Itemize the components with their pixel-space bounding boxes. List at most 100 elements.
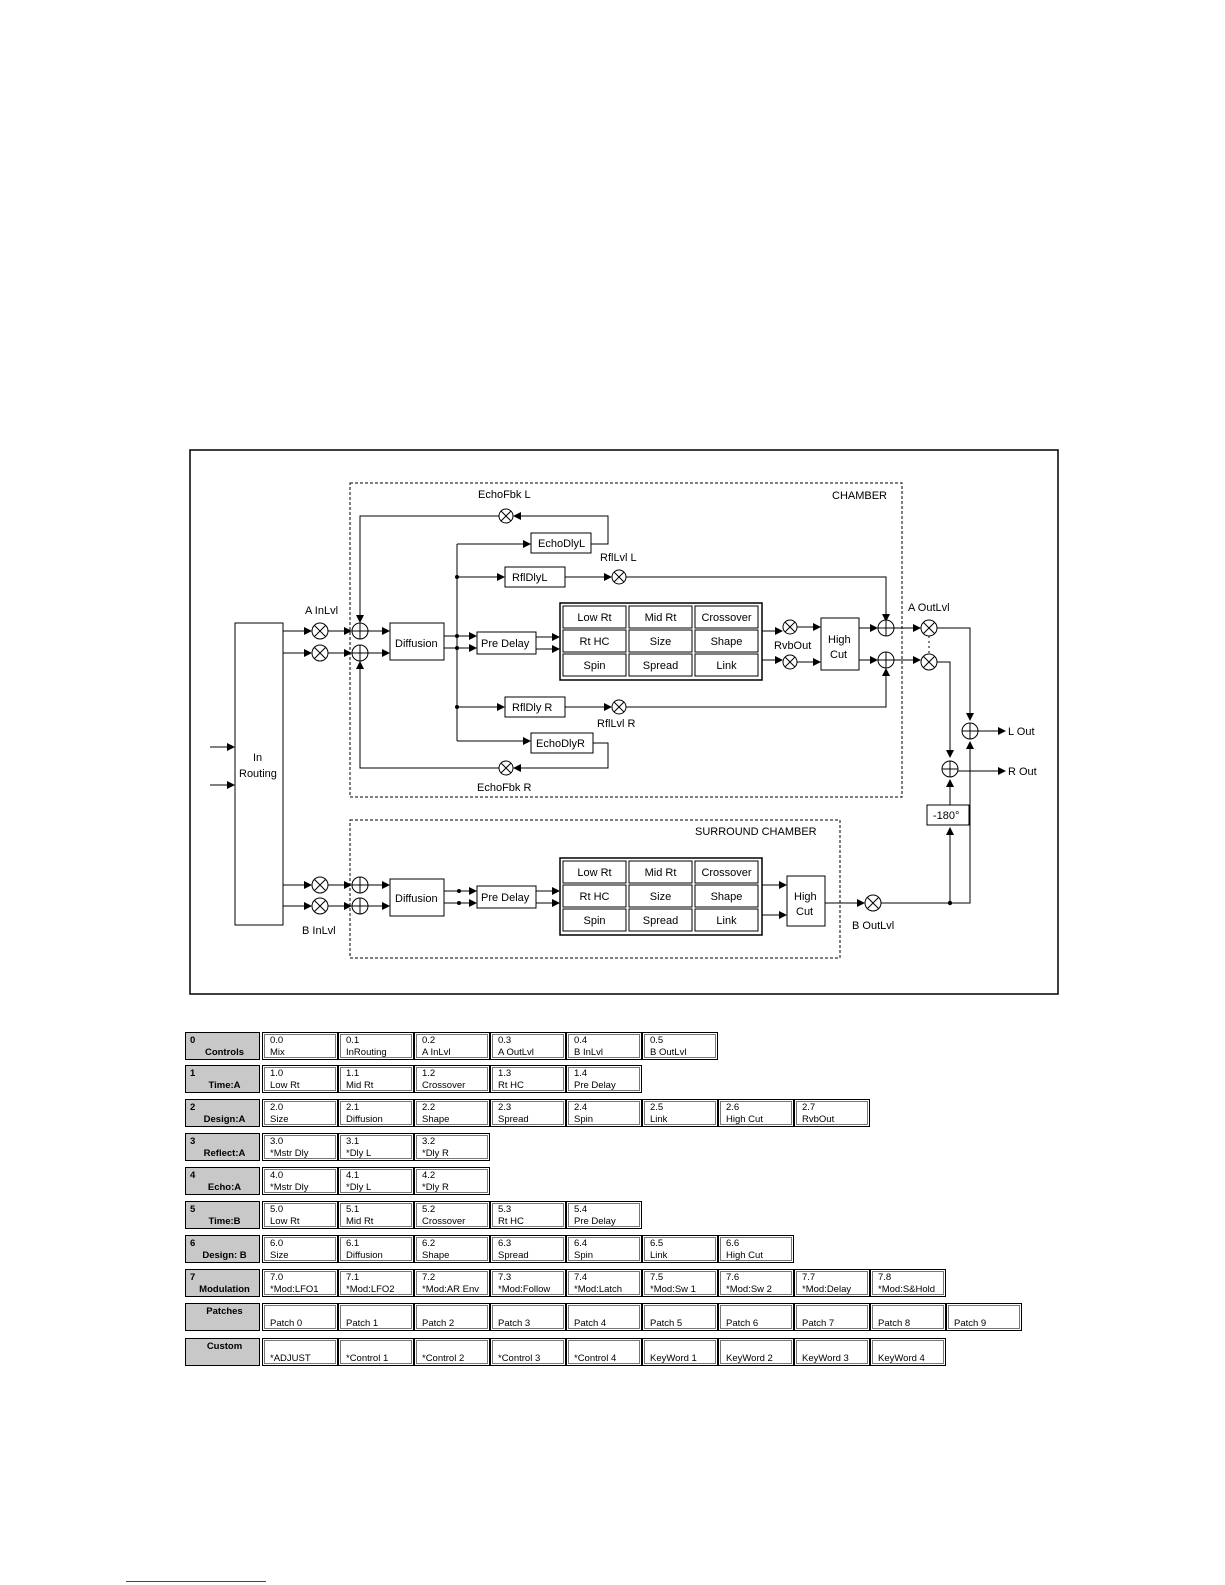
grid-cell-label: B OutLvl: [650, 1047, 687, 1058]
rfl-dly-l-label: RflDlyL: [512, 572, 547, 584]
grid-cell-number: 6.0: [270, 1238, 284, 1249]
grid-cell-number: 0.1: [346, 1035, 360, 1046]
grid-cell: 7.2*Mod:AR Env: [414, 1269, 490, 1297]
chamber-matrix-label: Mid Rt: [645, 612, 677, 624]
grid-cell-label: *Control 1: [346, 1353, 389, 1364]
grid-cell-label: *ADJUST: [270, 1353, 311, 1364]
grid-cell: 4.1*Dly L: [338, 1167, 414, 1195]
grid-row-header: Patches: [185, 1303, 260, 1331]
grid-cell-number: [574, 1341, 641, 1353]
grid-cell-number: [650, 1341, 717, 1353]
grid-cell-label: Patch 6: [726, 1318, 759, 1329]
grid-cell-number: 4.2: [422, 1170, 436, 1181]
grid-cell-label: Patch 8: [878, 1318, 911, 1329]
chamber-matrix-cell: [628, 629, 693, 653]
a-inlvl-multiplier-2: [311, 644, 329, 662]
rfl-dly-r-label: RflDly R: [512, 702, 552, 714]
surround-matrix-label: Spin: [583, 915, 605, 927]
grid-cell-label: KeyWord 4: [878, 1353, 925, 1364]
pre-delay-block-a: [476, 631, 537, 655]
grid-cell-number: 6.6: [726, 1238, 740, 1249]
echo-fbk-r-label: EchoFbk R: [477, 782, 531, 794]
rfl-lvl-r-multiplier: [611, 699, 627, 715]
grid-cell-number: [802, 1341, 869, 1353]
grid-cell-label: Shape: [422, 1250, 450, 1261]
b-sum-node-1: [351, 876, 369, 894]
b-outlvl-multiplier: [864, 894, 882, 912]
grid-cell-number: 0.2: [422, 1035, 436, 1046]
grid-row-title: Custom: [206, 1341, 243, 1352]
grid-cell: *ADJUST: [262, 1338, 338, 1366]
grid-cell: 4.2*Dly R: [414, 1167, 490, 1195]
chamber-matrix-label: Spread: [643, 660, 678, 672]
chamber-matrix-label: Crossover: [701, 612, 751, 624]
grid-cell: Patch 9: [946, 1303, 1022, 1331]
grid-cell-label: Pre Delay: [574, 1216, 616, 1227]
pre-delay-label-b: Pre Delay: [481, 892, 530, 904]
grid-cell-number: 0.4: [574, 1035, 588, 1046]
grid-cell-number: 7.8: [878, 1272, 892, 1283]
grid-cell: 4.0*Mstr Dly: [262, 1167, 338, 1195]
signal-flow-diagram: CHAMBER SURROUND CHAMBER In Routing A In…: [189, 449, 1059, 995]
grid-cell-label: Size: [270, 1250, 289, 1261]
a-outlvl-multiplier-1: [920, 619, 938, 637]
grid-cell-label: Mix: [270, 1047, 285, 1058]
grid-cell: Patch 1: [338, 1303, 414, 1331]
chamber-matrix-cell: [628, 653, 693, 677]
high-cut-block-a: [820, 617, 860, 671]
grid-cell-number: 7.1: [346, 1272, 360, 1283]
high-cut-label-a-1: High: [828, 634, 851, 646]
grid-cell-label: KeyWord 1: [650, 1353, 697, 1364]
grid-cell-number: 4.1: [346, 1170, 360, 1181]
grid-cell: *Control 1: [338, 1338, 414, 1366]
grid-cell-label: Low Rt: [270, 1080, 300, 1091]
r-out-sum-node: [941, 760, 959, 778]
grid-cell-number: 6.2: [422, 1238, 436, 1249]
b-inlvl-multiplier-2: [311, 897, 329, 915]
grid-cell-label: Patch 4: [574, 1318, 607, 1329]
rfl-l-to-sum: [626, 576, 890, 622]
grid-cell-number: 2.7: [802, 1102, 816, 1113]
grid-cell-label: Patch 2: [422, 1318, 455, 1329]
chamber-matrix-label: Spin: [583, 660, 605, 672]
chamber-matrix-cell: [694, 605, 759, 629]
out-sum-node-2: [877, 651, 895, 669]
grid-cell-number: [878, 1306, 945, 1318]
grid-row-number: 0: [190, 1035, 196, 1046]
surround-matrix-label: Crossover: [701, 867, 751, 879]
b-inlvl-label: B InLvl: [302, 925, 336, 937]
grid-cell-label: B InLvl: [574, 1047, 604, 1058]
grid-cell: 3.2*Dly R: [414, 1133, 490, 1161]
grid-cell: *Control 2: [414, 1338, 490, 1366]
grid-row-title: Time:A: [208, 1080, 241, 1091]
grid-cell: 7.7*Mod:Delay: [794, 1269, 870, 1297]
chamber-matrix-cell: [694, 629, 759, 653]
grid-cell-number: [422, 1341, 489, 1353]
chamber-matrix-label: Rt HC: [580, 636, 610, 648]
grid-cell-number: 0.5: [650, 1035, 664, 1046]
grid-row-title: Time:B: [208, 1216, 241, 1227]
grid-cell-number: 1.4: [574, 1068, 588, 1079]
echo-fbk-l-multiplier: [498, 508, 514, 524]
grid-cell-label: Crossover: [422, 1216, 466, 1227]
b-outlvl-label: B OutLvl: [852, 920, 894, 932]
pre-delay-label-a: Pre Delay: [481, 638, 530, 650]
diffusion-label-a: Diffusion: [395, 638, 438, 650]
grid-cell-number: [498, 1341, 565, 1353]
grid-cell-number: 5.3: [498, 1204, 512, 1215]
grid-cell-number: [270, 1306, 337, 1318]
rvb-out-label: RvbOut: [774, 640, 811, 652]
grid-cell: 7.6*Mod:Sw 2: [718, 1269, 794, 1297]
a-out-to-lsum: [937, 627, 974, 721]
chamber-matrix-label: Size: [650, 636, 671, 648]
